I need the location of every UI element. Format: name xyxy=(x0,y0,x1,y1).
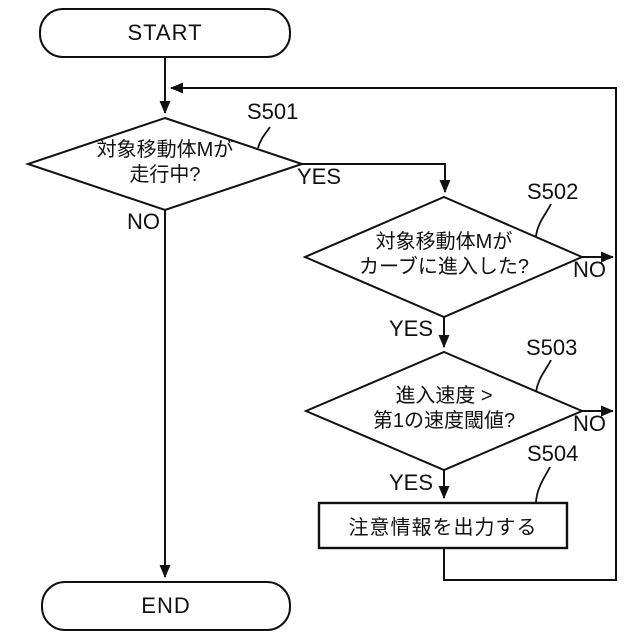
decision-s503-line1: 進入速度 > xyxy=(395,385,493,407)
decision-s501-line1: 対象移動体Mが xyxy=(96,139,234,161)
step-label-s501: S501 xyxy=(247,99,299,124)
step-label-s504: S504 xyxy=(527,441,579,466)
branch-yes-s503: YES xyxy=(389,470,434,495)
decision-s502-text: 対象移動体Mが カーブに進入した? xyxy=(324,230,564,280)
branch-no-s502: NO xyxy=(573,257,606,282)
step-label-s502: S502 xyxy=(527,179,579,204)
leader-s503 xyxy=(535,359,552,393)
leader-s501 xyxy=(257,126,271,149)
leader-s502 xyxy=(535,203,552,237)
terminator-start xyxy=(39,8,291,58)
branch-no-s501: NO xyxy=(127,209,160,234)
decision-s503-line2: 第1の速度閾値? xyxy=(372,410,516,432)
connector-loop-back-to-top xyxy=(170,82,617,581)
decision-s501-line2: 走行中? xyxy=(129,164,201,186)
terminator-end xyxy=(41,581,291,631)
process-s504-text: 注意情報を出力する xyxy=(348,517,538,539)
branch-yes-s501: YES xyxy=(297,164,342,189)
decision-s501-text: 対象移動体Mが 走行中? xyxy=(65,138,265,188)
decision-s501 xyxy=(24,116,306,212)
decision-s502-line1: 対象移動体Mが xyxy=(375,231,513,253)
start-label: START xyxy=(127,20,203,45)
decision-s502-line2: カーブに進入した? xyxy=(359,256,529,278)
leader-s504 xyxy=(535,466,551,503)
branch-yes-s502: YES xyxy=(389,316,434,341)
decision-s503-text: 進入速度 > 第1の速度閾値? xyxy=(324,384,564,434)
branch-no-s503: NO xyxy=(573,411,606,436)
end-label: END xyxy=(141,593,191,618)
decision-s502 xyxy=(302,195,585,319)
process-s504 xyxy=(317,501,569,550)
connector-s501-yes-to-s502 xyxy=(302,163,451,193)
decision-s503 xyxy=(303,350,585,472)
step-label-s503: S503 xyxy=(526,335,578,360)
